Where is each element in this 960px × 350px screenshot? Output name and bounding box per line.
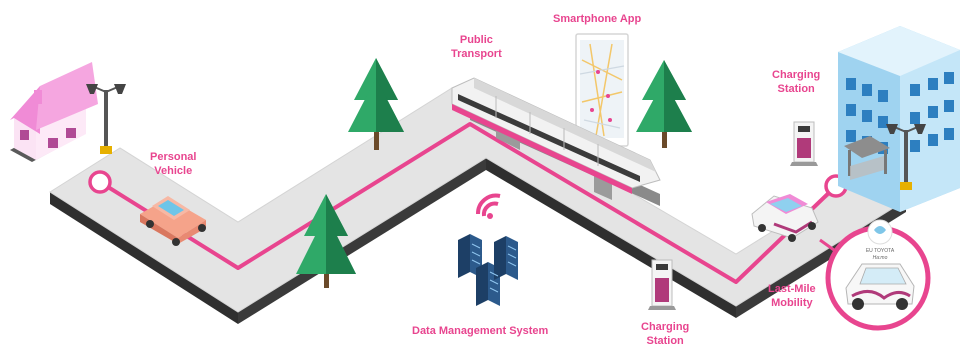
server-icon — [458, 234, 518, 306]
tree-icon — [296, 194, 356, 288]
bus-stop-icon — [844, 136, 890, 180]
label-line: Personal — [150, 151, 197, 163]
car-icon — [140, 196, 206, 246]
label-personal-vehicle: Personal Vehicle — [150, 150, 196, 178]
label-line: Station — [646, 335, 684, 347]
charging-station-icon — [648, 259, 676, 310]
tree-icon — [636, 60, 692, 148]
label-last-mile-mobility: Last-Mile Mobility — [768, 282, 816, 310]
label-line: Transport — [451, 48, 502, 60]
label-line: Station — [777, 83, 815, 95]
label-line: Mobility — [771, 297, 813, 309]
electric-car-icon — [751, 194, 819, 242]
wifi-icon — [475, 193, 501, 219]
smartphone-icon — [575, 33, 629, 147]
label-line: Charging — [641, 321, 690, 333]
label-charging-station-top: Charging Station — [772, 68, 820, 96]
train-icon — [451, 77, 661, 206]
badge-brand-line1: EU TOYOTA — [866, 248, 895, 254]
charging-station-icon — [790, 121, 818, 166]
label-line: Vehicle — [154, 165, 193, 177]
label-line: Last-Mile — [768, 283, 816, 295]
house-icon — [10, 62, 98, 162]
road-side — [50, 158, 906, 324]
tree-icon — [348, 58, 404, 150]
label-charging-station-bottom: Charging Station — [641, 320, 689, 348]
route-line — [98, 122, 838, 284]
last-mile-badge: EU TOYOTA Ha:mo — [825, 219, 931, 331]
label-line: Charging — [772, 69, 821, 81]
label-smartphone-app: Smartphone App — [553, 12, 641, 26]
street-lamp-icon — [86, 84, 126, 154]
office-building-icon — [838, 26, 960, 212]
street-lamp-icon — [886, 124, 926, 190]
label-line: Public — [459, 34, 493, 46]
label-line: Smartphone App — [553, 13, 642, 25]
route-start-marker — [88, 170, 112, 194]
electric-car-icon — [845, 263, 915, 310]
label-line: Data Management System — [412, 325, 549, 337]
label-public-transport: Public Transport — [451, 33, 502, 61]
label-data-management-system: Data Management System — [412, 324, 548, 338]
badge-brand-line2: Ha:mo — [873, 255, 888, 261]
